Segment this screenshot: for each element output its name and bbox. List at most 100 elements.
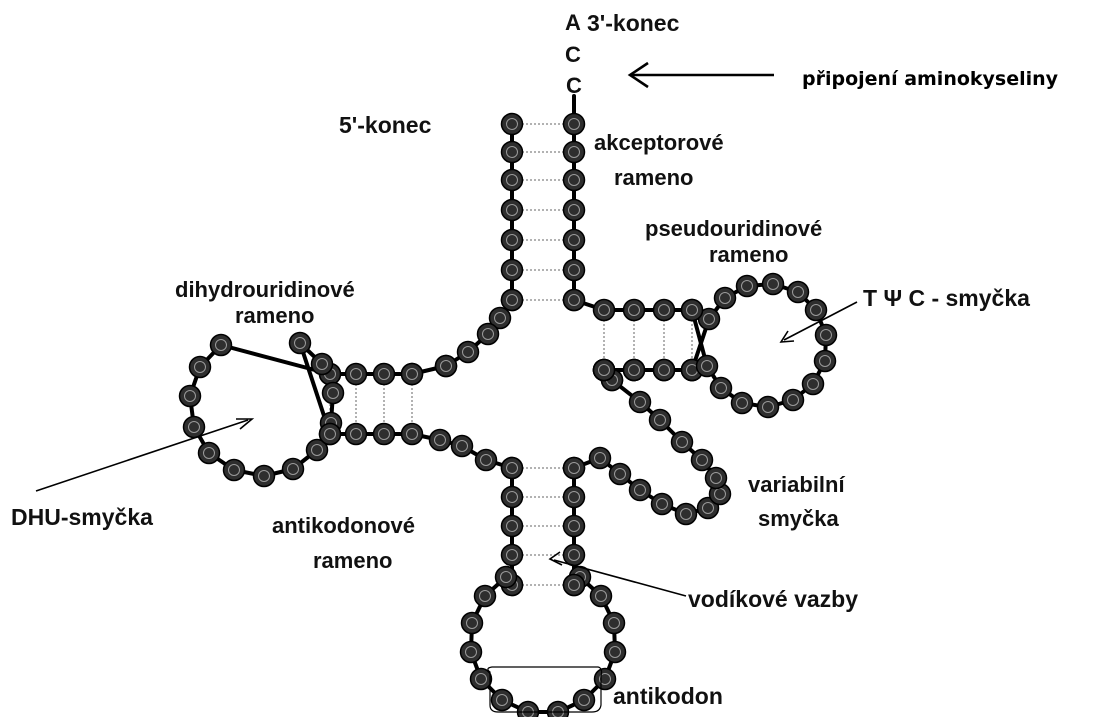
nucleotide-bead-texture <box>466 617 478 629</box>
nucleotide <box>428 428 452 452</box>
label-variable-loop-line1: variabilní <box>748 472 845 497</box>
label-dhu-loop: DHU-smyčka <box>11 504 153 530</box>
nucleotide-bead-texture <box>406 368 418 380</box>
nucleotide-bead-texture <box>599 673 611 685</box>
nucleotide-bead-texture <box>184 390 196 402</box>
nucleotide-bead <box>434 354 458 378</box>
nucleotide-bead-texture <box>614 468 626 480</box>
nucleotide-bead <box>690 448 714 472</box>
nucleotide-bead <box>592 298 616 322</box>
label-pseudouridine-arm-line2: rameno <box>709 242 788 267</box>
nucleotide <box>572 688 596 712</box>
nucleotide <box>562 456 586 480</box>
nucleotide-bead <box>494 565 518 589</box>
nucleotide-bead-texture <box>311 444 323 456</box>
nucleotide <box>695 354 719 378</box>
nucleotide-bead-texture <box>378 368 390 380</box>
nucleotide-bead-texture <box>568 579 580 591</box>
arrow-amino-acid-pointer <box>627 61 774 89</box>
nucleotide-bead-texture <box>482 328 494 340</box>
nucleotide <box>562 485 586 509</box>
nucleotide-bead-texture <box>710 472 722 484</box>
nucleotide-bead-texture <box>810 304 822 316</box>
nucleotide-bead <box>197 441 221 465</box>
nucleotide-bead-texture <box>792 286 804 298</box>
nucleotide-bead-texture <box>258 470 270 482</box>
nucleotide-bead <box>713 286 737 310</box>
nucleotide-bead-texture <box>316 358 328 370</box>
nucleotide-bead-texture <box>506 118 518 130</box>
nucleotide-bead-texture <box>506 294 518 306</box>
nucleotide-bead-texture <box>465 646 477 658</box>
nucleotide-bead <box>603 640 627 664</box>
nucleotide-bead-texture <box>406 428 418 440</box>
nucleotide-bead-texture <box>462 346 474 358</box>
nucleotide <box>592 358 616 382</box>
nucleotide <box>593 667 617 691</box>
nucleotide-bead <box>562 514 586 538</box>
nucleotide <box>305 438 329 462</box>
nucleotide <box>500 112 524 136</box>
nucleotide-bead <box>628 478 652 502</box>
nucleotide <box>288 331 312 355</box>
nucleotide-bead <box>516 700 540 717</box>
nucleotide <box>622 358 646 382</box>
nucleotide <box>562 288 586 312</box>
nucleotide-bead-texture <box>215 339 227 351</box>
nucleotide-bead-texture <box>324 428 336 440</box>
nucleotide <box>500 514 524 538</box>
nucleotide-bead-texture <box>568 234 580 246</box>
nucleotide-bead <box>801 372 825 396</box>
label-amino-acid-attachment: připojení aminokyseliny <box>802 68 1059 90</box>
nucleotide <box>178 384 202 408</box>
nucleotide-bead <box>730 391 754 415</box>
nucleotide-bead <box>281 457 305 481</box>
nucleotide-bead <box>680 298 704 322</box>
nucleotide-bead-texture <box>741 280 753 292</box>
nucleotide-bead <box>709 376 733 400</box>
nucleotide-bead-texture <box>188 421 200 433</box>
nucleotide-bead-texture <box>608 617 620 629</box>
nucleotide <box>650 492 674 516</box>
nucleotide-bead-texture <box>378 428 390 440</box>
nucleotide-bead-texture <box>715 382 727 394</box>
nucleotide-bead-texture <box>719 292 731 304</box>
label-acceptor-arm-line1: akceptorové <box>594 130 724 155</box>
nucleotide-bead-texture <box>479 590 491 602</box>
nucleotide <box>459 640 483 664</box>
nucleotide <box>735 274 759 298</box>
nucleotide <box>588 446 612 470</box>
arrow-dhu-loop-pointer <box>35 418 255 492</box>
nucleotide-bead <box>488 306 512 330</box>
nucleotide <box>562 140 586 164</box>
nucleotide-bead <box>602 611 626 635</box>
nucleotide-bead <box>674 502 698 526</box>
nucleotide <box>252 464 276 488</box>
nucleotide-bead <box>459 640 483 664</box>
nucleotide <box>648 408 672 432</box>
nucleotide-bead <box>460 611 484 635</box>
label-3prime-end: 3'-konec <box>587 10 680 36</box>
nucleotide <box>709 376 733 400</box>
nucleotide-bead-texture <box>568 264 580 276</box>
nucleotide <box>680 298 704 322</box>
label-acceptor-arm-line2: rameno <box>614 165 693 190</box>
nucleotide <box>500 543 524 567</box>
nucleotide-bead <box>500 112 524 136</box>
nucleotide-bead-texture <box>634 396 646 408</box>
nucleotide-bead-texture <box>598 364 610 376</box>
nucleotide-bead-texture <box>594 452 606 464</box>
nucleotide-bead <box>628 390 652 414</box>
nucleotide <box>474 448 498 472</box>
nucleotide-bead <box>500 140 524 164</box>
nucleotide <box>652 298 676 322</box>
nucleotide <box>670 430 694 454</box>
nucleotide-bead <box>500 168 524 192</box>
nucleotide-bead-texture <box>434 434 446 446</box>
nucleotide <box>500 485 524 509</box>
label-tpsic-loop: T Ψ C - smyčka <box>863 285 1030 311</box>
nucleotides <box>178 112 838 717</box>
nucleotide-bead-texture <box>628 304 640 316</box>
label-dihydrouridine-arm-line2: rameno <box>235 303 314 328</box>
nucleotide-bead-texture <box>480 454 492 466</box>
